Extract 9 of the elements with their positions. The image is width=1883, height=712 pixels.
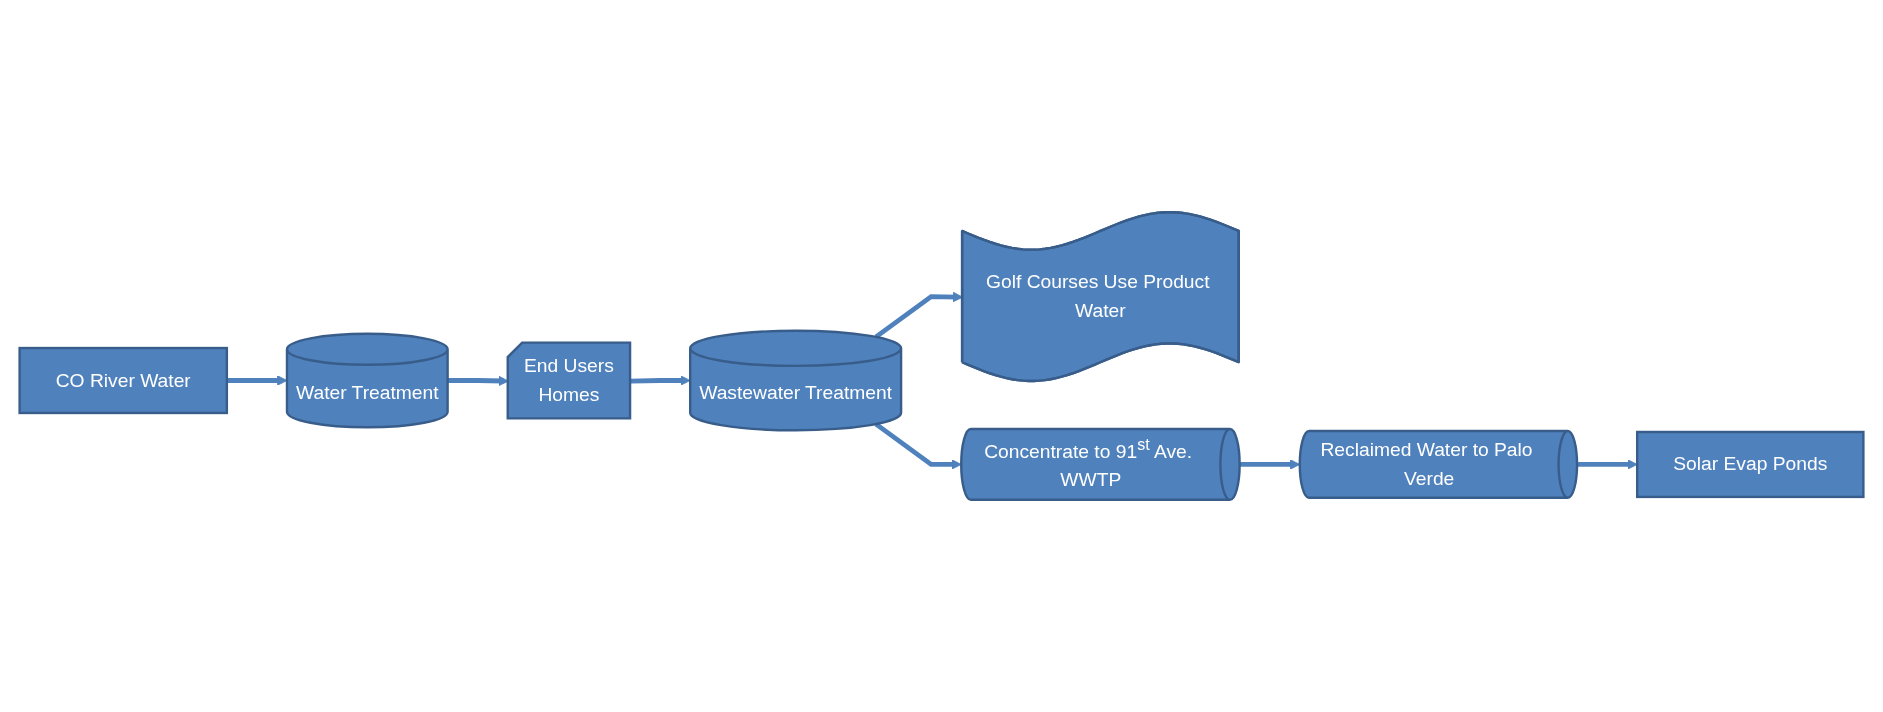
- arrow: [226, 375, 288, 386]
- node-box: CO River Water: [18, 346, 229, 415]
- arrow: [1577, 459, 1638, 470]
- node-text: Reclaimed Water to Palo Verde: [1320, 439, 1533, 489]
- arrow: [874, 422, 962, 470]
- arrow: [1239, 459, 1301, 470]
- node-text: Concentrate to 91$^{st}$ Ave. WWTP: [984, 435, 1193, 491]
- arrow: [630, 375, 691, 386]
- node-box: Solar Evap Ponds: [1636, 430, 1865, 499]
